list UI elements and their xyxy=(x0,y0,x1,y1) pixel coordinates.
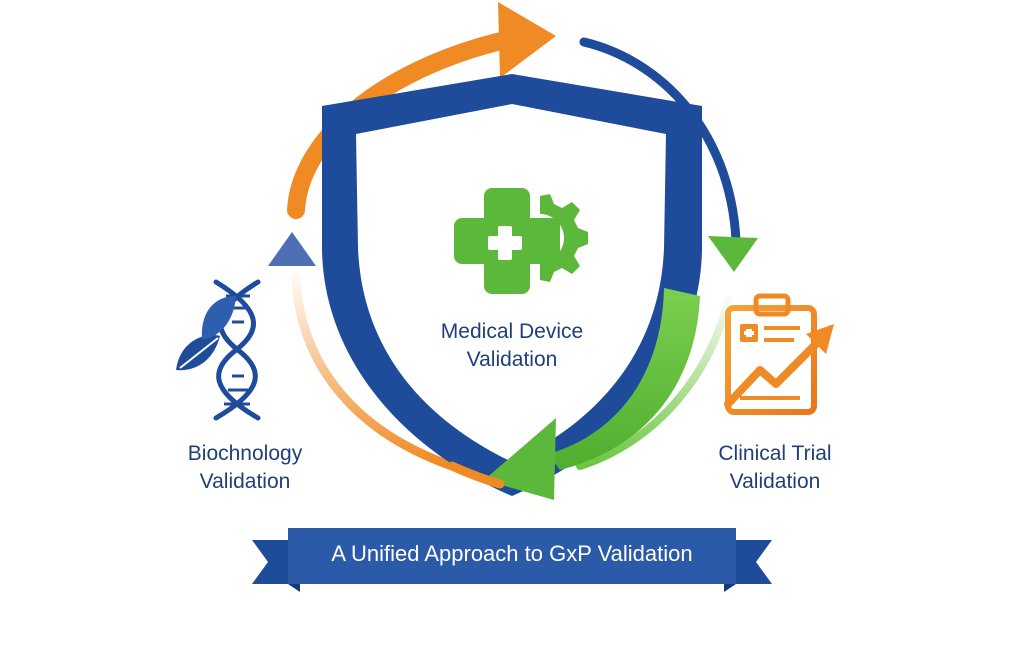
dna-leaf-icon xyxy=(176,279,261,421)
left-label-line1: Biochnology xyxy=(187,442,303,465)
clinical-trial-validation-label: Clinical Trial Validation xyxy=(680,440,870,496)
medical-device-validation-label: Medical Device Validation xyxy=(402,318,622,374)
green-cycle-arrow xyxy=(484,288,700,500)
right-green-arc xyxy=(576,296,732,470)
left-orange-sweep xyxy=(447,461,505,489)
ribbon-banner xyxy=(252,528,772,592)
medical-cross-gear-icon xyxy=(454,188,588,294)
banner-title: A Unified Approach to GxP Validation xyxy=(331,541,693,566)
clipboard-chart-icon xyxy=(724,293,834,415)
center-label-line1: Medical Device xyxy=(440,320,584,343)
right-label-line1: Clinical Trial xyxy=(718,442,832,465)
left-orange-arc xyxy=(291,273,457,471)
right-label-line2: Validation xyxy=(729,470,821,493)
biochnology-validation-label: Biochnology Validation xyxy=(150,440,340,496)
center-label-line2: Validation xyxy=(466,348,558,371)
left-label-line2: Validation xyxy=(199,470,291,493)
blue-up-arrowhead xyxy=(268,232,316,266)
